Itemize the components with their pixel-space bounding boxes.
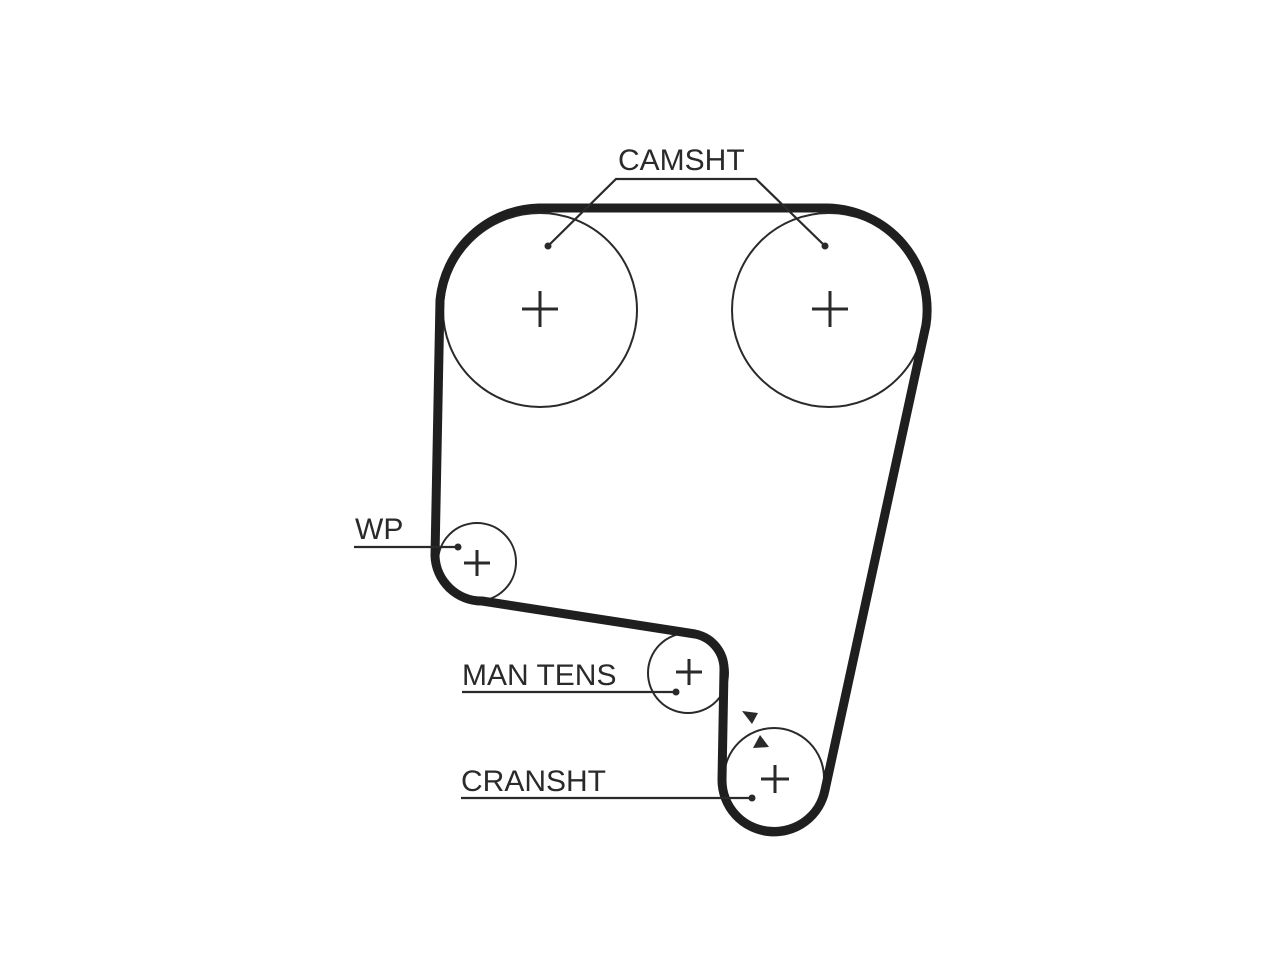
crankshaft-timing-dot	[748, 794, 756, 802]
camshaft-label: CAMSHT	[618, 144, 745, 177]
camshaft-right-center-mark	[812, 291, 848, 327]
camshaft-right-timing-dot	[821, 242, 829, 250]
crankshaft-label: CRANSHT	[461, 765, 606, 798]
water-pump-center-mark	[464, 550, 490, 576]
water-pump-label: WP	[355, 513, 403, 546]
tensioner-timing-dot	[672, 688, 680, 696]
tensioner-center-mark	[676, 659, 702, 685]
camshaft-left-center-mark	[522, 291, 558, 327]
water-pump-timing-dot	[454, 543, 462, 551]
tensioner-label: MAN TENS	[462, 659, 616, 692]
crankshaft-timing-arrow-lower	[753, 735, 769, 748]
timing-belt	[430, 203, 932, 837]
crankshaft-center-mark	[761, 765, 789, 793]
crankshaft-timing-arrow-upper	[742, 711, 758, 724]
camshaft-left-timing-dot	[544, 242, 552, 250]
camshaft-leader-line	[547, 177, 826, 247]
